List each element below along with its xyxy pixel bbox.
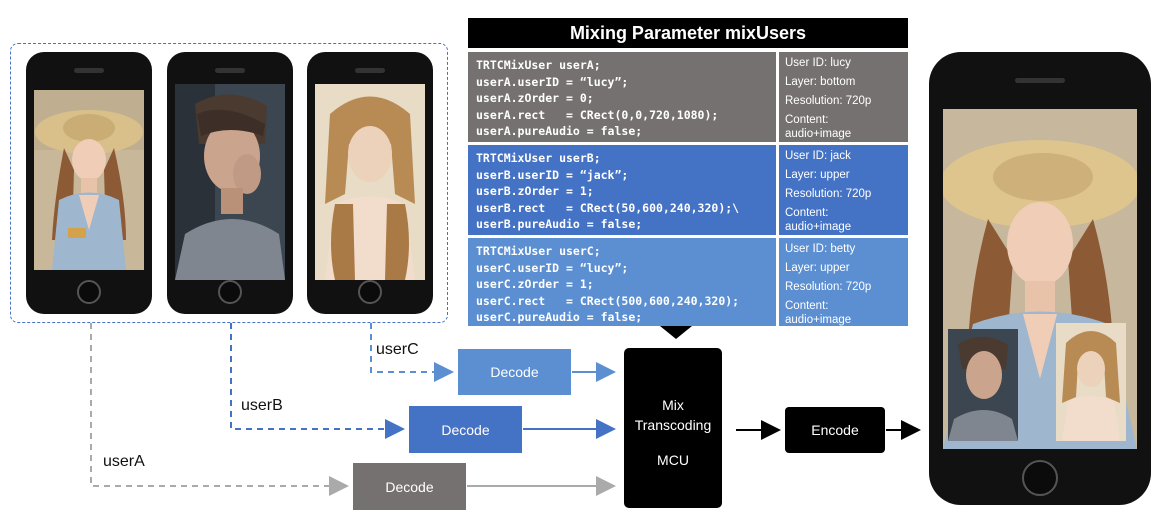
encode-box: Encode: [785, 407, 885, 453]
code-line: userA.pureAudio = false;: [476, 124, 643, 138]
userb-info-block: User ID: jack Layer: upper Resolution: 7…: [779, 145, 908, 235]
userc-info-block: User ID: betty Layer: upper Resolution: …: [779, 238, 908, 326]
code-line: userC.rect = CRect(500,600,240,320);: [476, 293, 740, 308]
usera-info-content: Content:: [785, 114, 829, 126]
userc-video-image: [315, 84, 425, 280]
usera-info-block: User ID: lucy Layer: bottom Resolution: …: [779, 52, 908, 142]
userb-video-image: [175, 84, 285, 280]
userb-info-resolution: Resolution: 720p: [785, 188, 872, 200]
userc-info-content: Content:: [785, 300, 829, 312]
userb-code-block: TRTCMixUser userB; userB.userID = “jack”;…: [468, 145, 776, 235]
code-line: userC.zOrder = 1;: [476, 277, 594, 291]
userb-info-userid: User ID: jack: [785, 150, 851, 162]
mcu-line-mix: Mix: [662, 397, 684, 413]
userc-overlay-window: [1056, 323, 1126, 441]
userb-info-content-value: audio+image: [785, 221, 852, 233]
userc-info-resolution: Resolution: 720p: [785, 281, 872, 293]
userc-info-layer: Layer: upper: [785, 262, 850, 274]
userb-overlay-window: [948, 329, 1018, 441]
phone-userb: [167, 52, 293, 314]
userb-info-layer: Layer: upper: [785, 169, 850, 181]
phone-userc: [307, 52, 433, 314]
code-line: userA.rect = CRect(0,0,720,1080);: [476, 107, 719, 122]
code-line: userA.zOrder = 0;: [476, 91, 594, 105]
code-line: userA.userID = “lucy”;: [476, 74, 629, 89]
usera-info-layer: Layer: bottom: [785, 76, 856, 88]
mixing-parameter-title: Mixing Parameter mixUsers: [468, 18, 908, 48]
triangle-down-icon: [660, 326, 692, 339]
mcu-line-transcoding: Transcoding: [634, 417, 712, 433]
phone-usera: [26, 52, 152, 314]
output-phone: [929, 52, 1151, 505]
decode-box-userc: Decode: [458, 349, 571, 395]
code-line: TRTCMixUser userC;: [476, 244, 601, 258]
usera-info-resolution: Resolution: 720p: [785, 95, 872, 107]
usera-label: userA: [103, 453, 145, 470]
user-phones-group: [10, 43, 448, 323]
code-line: userB.zOrder = 1;: [476, 184, 594, 198]
userc-info-content-value: audio+image: [785, 314, 852, 326]
mix-transcoding-mcu-box: Mix Transcoding MCU: [624, 348, 722, 508]
userc-info-userid: User ID: betty: [785, 243, 856, 255]
code-line: TRTCMixUser userA;: [476, 58, 601, 72]
mixed-video-output: [943, 109, 1137, 449]
userb-info-content: Content:: [785, 207, 829, 219]
code-line: userC.pureAudio = false;: [476, 310, 643, 324]
code-line: userB.pureAudio = false;: [476, 217, 643, 231]
decode-box-usera: Decode: [353, 463, 466, 510]
usera-info-content-value: audio+image: [785, 128, 852, 140]
decode-box-userb: Decode: [409, 406, 522, 453]
userb-label: userB: [241, 397, 283, 414]
usera-video-image: [34, 90, 144, 270]
code-line: userB.userID = “jack”;: [476, 167, 629, 182]
usera-info-userid: User ID: lucy: [785, 57, 851, 69]
code-line: userC.userID = “lucy”;: [476, 260, 629, 275]
userc-code-block: TRTCMixUser userC; userC.userID = “lucy”;…: [468, 238, 776, 326]
code-line: userB.rect = CRect(50,600,240,320);\: [476, 200, 740, 215]
userc-label: userC: [376, 341, 419, 358]
code-line: TRTCMixUser userB;: [476, 151, 601, 165]
mcu-line-mcu: MCU: [657, 452, 689, 468]
usera-code-block: TRTCMixUser userA; userA.userID = “lucy”;…: [468, 52, 776, 142]
